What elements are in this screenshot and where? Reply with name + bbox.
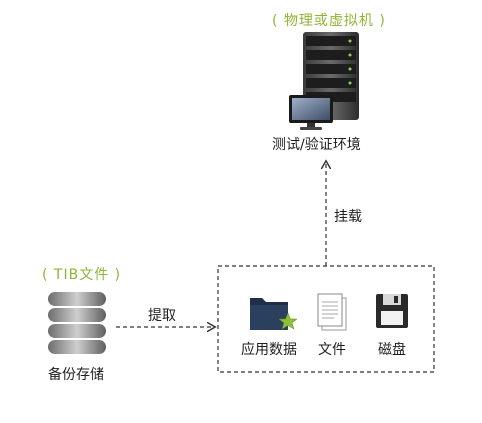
content-label-disk: 磁盘 (378, 342, 406, 358)
folder-star-icon (250, 298, 298, 330)
server-group-caption: ( 物理或虚拟机 ) (272, 13, 386, 29)
storage-group-caption: ( TIB文件 ) (42, 267, 122, 283)
document-icon (317, 293, 347, 331)
floppy-disk-icon (376, 294, 408, 328)
extract-label: 提取 (148, 308, 176, 324)
storage-group-label: 备份存储 (48, 367, 104, 383)
server-group-label: 测试/验证环境 (272, 137, 361, 153)
content-label-app-data: 应用数据 (241, 342, 297, 358)
mount-label: 挂载 (334, 209, 362, 225)
content-label-files: 文件 (318, 342, 346, 358)
